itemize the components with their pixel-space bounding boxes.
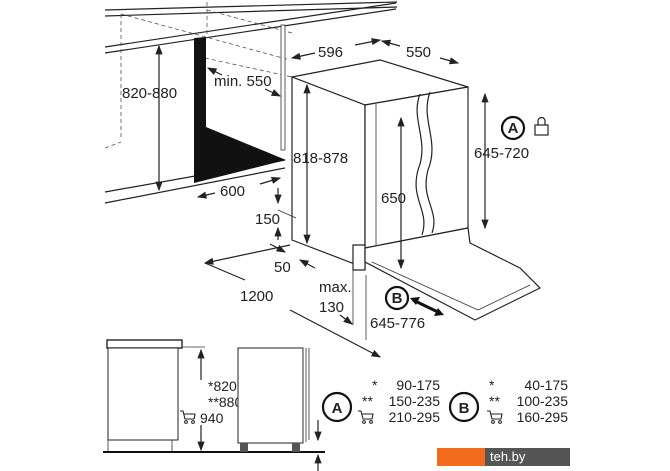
legend-a: A * 90-175 ** 150-235 210-295 [321,377,441,425]
side-panel [280,24,286,151]
cabinet-side-view [103,339,325,453]
dim-max-label: max. [319,279,352,296]
dim-max-value: 130 [319,299,344,316]
marker-a-circle [500,115,526,141]
countertop [104,1,398,54]
niche-shadow [194,37,286,183]
svg-text:B: B [459,400,470,417]
svg-text:teh.by: teh.by [490,449,526,464]
dishwasher-side-view [237,347,310,452]
dim-niche-height: 820-880 [122,85,177,102]
dishwasher [289,59,542,321]
cart-icon [357,410,374,424]
dim-min-depth: min. 550 [214,73,272,90]
svg-text:*: * [372,377,378,393]
marker-b: B [392,290,403,307]
svg-text:**: ** [489,393,500,409]
svg-text:A: A [332,400,343,417]
dim-door-height: 645-720 [474,145,529,162]
dim-plinth-height: 150 [255,211,280,228]
marker-b-circle [384,285,410,311]
dim-inner-height: 650 [381,190,406,207]
dim-appliance-depth: 550 [406,44,431,61]
svg-text:210-295: 210-295 [389,409,441,425]
svg-text:40-175: 40-175 [524,377,568,393]
svg-text:160-295: 160-295 [517,409,569,425]
marker-a: A [508,120,519,137]
dim-appliance-width: 596 [318,44,343,61]
dim-door-travel: 645-776 [370,315,425,332]
dim-niche-width: 600 [220,183,245,200]
cart-icon [486,410,503,424]
dim-appliance-height: 818-878 [293,150,348,167]
height-standard: *820 [208,378,237,394]
dim-plinth-offset: 50 [274,259,291,276]
svg-text:100-235: 100-235 [517,393,569,409]
hidden-cabinet-lines [104,2,293,149]
svg-text:90-175: 90-175 [396,377,440,393]
svg-text:*: * [489,377,495,393]
height-cart: 940 [200,410,224,426]
legend-b: B * 40-175 ** 100-235 160-295 [448,377,569,425]
double-arrow-icon [410,297,444,316]
lock-icon [534,116,549,136]
height-tall: **880 [208,394,242,410]
dim-open-length: 1200 [240,288,273,305]
watermark: teh.by [437,448,570,466]
svg-text:**: ** [362,393,373,409]
cart-icon [179,410,196,424]
svg-text:150-235: 150-235 [389,393,441,409]
